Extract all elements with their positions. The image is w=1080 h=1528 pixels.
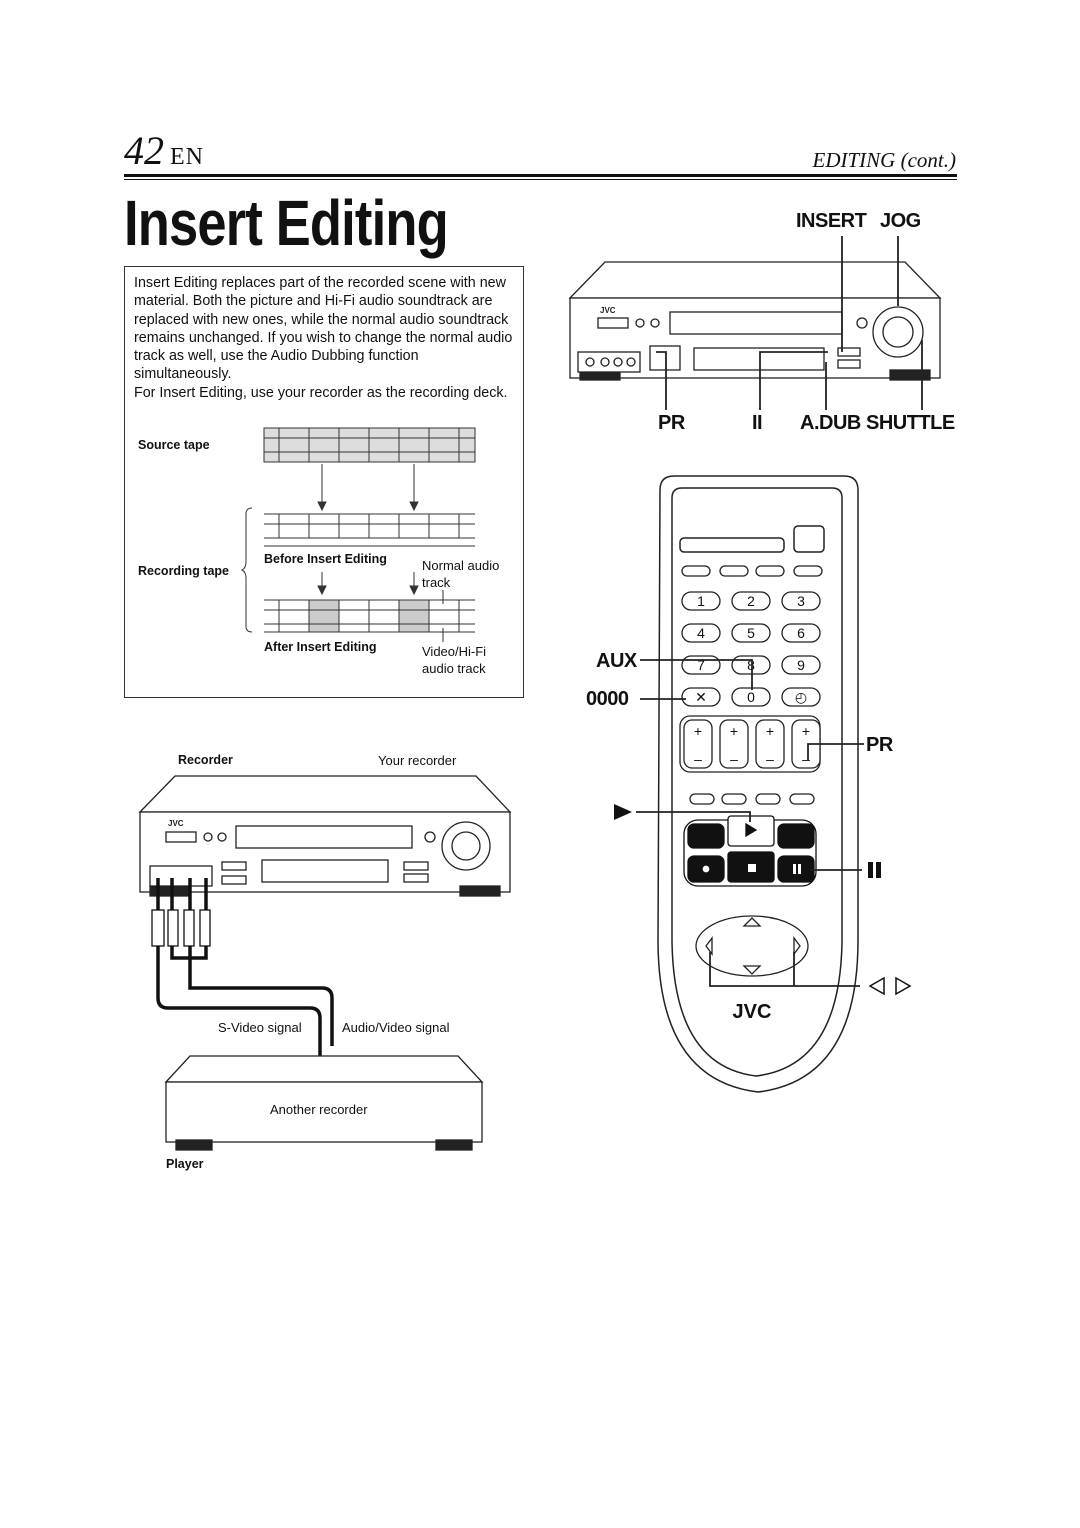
svg-text:–: – bbox=[730, 751, 738, 767]
remote-brand: JVC bbox=[733, 1001, 772, 1023]
cancel-key-icon: ✕ bbox=[695, 689, 707, 705]
right-arrow-icon bbox=[895, 976, 912, 996]
key-7: 7 bbox=[697, 657, 705, 673]
jog-callout: JOG bbox=[880, 210, 921, 232]
insert-callout: INSERT bbox=[796, 210, 867, 232]
remote-dpad bbox=[695, 915, 809, 977]
recording-tape-after bbox=[264, 590, 475, 642]
remote-callout-arrows bbox=[614, 804, 912, 996]
page-title: Insert Editing bbox=[124, 187, 449, 259]
video-hifi-label: Video/Hi-Fi bbox=[422, 644, 487, 659]
source-tape-label: Source tape bbox=[138, 438, 210, 452]
video-hifi-label-2: audio track bbox=[422, 661, 486, 676]
arrows-down bbox=[317, 464, 419, 596]
remote-transport bbox=[683, 815, 817, 887]
pr-callout: PR bbox=[658, 412, 685, 434]
pause-callout: II bbox=[752, 412, 763, 434]
pause-icon-bar1 bbox=[868, 862, 873, 878]
clock-key-icon: ◴ bbox=[795, 689, 807, 705]
zeros-callout: 0000 bbox=[586, 688, 629, 710]
section-title: EDITING (cont.) bbox=[812, 148, 956, 172]
recording-tape-before bbox=[264, 513, 475, 547]
svg-text:+: + bbox=[730, 723, 738, 739]
recorder-brand: JVC bbox=[168, 819, 184, 828]
page-suffix: EN bbox=[170, 144, 204, 170]
after-insert-label: After Insert Editing bbox=[264, 640, 377, 654]
player-label: Player bbox=[166, 1157, 204, 1171]
remote-keypad-labels: 1 2 3 4 5 6 7 8 9 0 ✕ ◴ bbox=[695, 593, 807, 705]
remote-rocker-buttons bbox=[679, 715, 821, 773]
key-9: 9 bbox=[797, 657, 805, 673]
key-6: 6 bbox=[797, 625, 805, 641]
aux-callout: AUX bbox=[596, 650, 637, 672]
av-signal-label: Audio/Video signal bbox=[342, 1020, 450, 1035]
svg-text:–: – bbox=[802, 751, 810, 767]
svg-text:+: + bbox=[802, 723, 810, 739]
vcr-front-panel bbox=[568, 261, 942, 381]
intro-paragraph-2: For Insert Editing, use your recorder as… bbox=[134, 384, 508, 401]
svg-text:–: – bbox=[694, 751, 702, 767]
key-2: 2 bbox=[747, 593, 755, 609]
svg-text:+: + bbox=[766, 723, 774, 739]
svideo-signal-label: S-Video signal bbox=[218, 1020, 302, 1035]
shuttle-callout: SHUTTLE bbox=[866, 412, 955, 434]
svg-text:+: + bbox=[694, 723, 702, 739]
left-arrow-icon bbox=[868, 976, 885, 996]
remote-callout-lines bbox=[636, 659, 864, 987]
intro-box bbox=[124, 266, 524, 698]
intro-paragraph-1: Insert Editing replaces part of the reco… bbox=[134, 275, 513, 383]
svg-text:–: – bbox=[766, 751, 774, 767]
adub-callout: A.DUB bbox=[800, 412, 861, 434]
recorder-brand-text: JVC bbox=[168, 819, 184, 828]
remote-rocker-symbols: + + + + – – – – bbox=[694, 723, 810, 767]
recording-tape-label: Recording tape bbox=[138, 564, 229, 578]
another-recorder-unit bbox=[164, 1055, 484, 1151]
normal-audio-label: Normal audio bbox=[422, 558, 500, 573]
key-1: 1 bbox=[697, 593, 705, 609]
recording-tape-brace bbox=[240, 507, 253, 633]
pause-icon-bar2 bbox=[876, 862, 881, 878]
remote-brand-text: JVC bbox=[733, 1001, 772, 1023]
normal-audio-label-2: track bbox=[422, 575, 451, 590]
plugs bbox=[151, 909, 211, 947]
another-recorder-label: Another recorder bbox=[270, 1102, 368, 1117]
remote-pr-callout: PR bbox=[866, 734, 893, 756]
recorder-unit bbox=[138, 775, 512, 897]
key-5: 5 bbox=[747, 625, 755, 641]
vcr-brand: JVC bbox=[600, 306, 616, 315]
recorder-label: Recorder bbox=[178, 753, 233, 767]
source-tape-strip bbox=[263, 427, 476, 463]
remote-small-buttons bbox=[681, 565, 823, 805]
play-arrow-icon bbox=[614, 804, 632, 820]
key-3: 3 bbox=[797, 593, 805, 609]
key-4: 4 bbox=[697, 625, 705, 641]
your-recorder-label: Your recorder bbox=[378, 753, 457, 768]
intro-text: Insert Editing replaces part of the reco… bbox=[134, 274, 518, 402]
before-insert-label: Before Insert Editing bbox=[264, 552, 387, 566]
header-rule-thin bbox=[124, 179, 957, 180]
vcr-callout-lines bbox=[656, 236, 923, 410]
key-0: 0 bbox=[747, 689, 755, 705]
vcr-brand-text: JVC bbox=[600, 306, 616, 315]
header-rule bbox=[124, 174, 957, 177]
